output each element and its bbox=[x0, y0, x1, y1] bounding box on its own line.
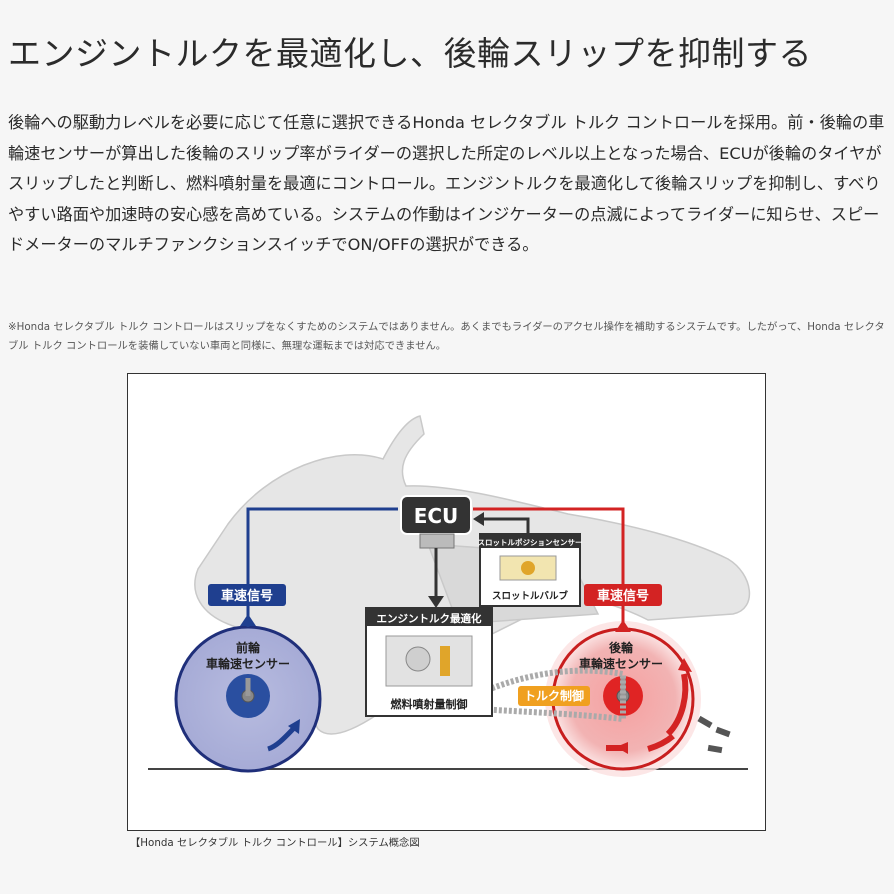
torque-control-badge bbox=[518, 686, 590, 706]
system-diagram: 前輪 車輪速センサー 後輪 車輪速センサー bbox=[127, 373, 766, 831]
torque-control-label: トルク制御 bbox=[524, 688, 584, 703]
front-signal-label: 車速信号 bbox=[221, 588, 273, 604]
ecu-label: ECU bbox=[414, 504, 459, 528]
throttle-valve-label: スロットルバルブ bbox=[492, 590, 569, 602]
page-title: エンジントルクを最適化し、後輪スリップを抑制する bbox=[8, 34, 812, 73]
rear-signal-label: 車速信号 bbox=[597, 588, 649, 604]
throttle-sensor-box bbox=[479, 533, 581, 607]
engine-torque-box bbox=[365, 607, 493, 717]
fuel-injection-label: 燃料噴射量制御 bbox=[390, 697, 468, 711]
front-sensor-line2: 車輪速センサー bbox=[206, 656, 290, 671]
rear-sensor-line1: 後輪 bbox=[609, 640, 634, 655]
engine-torque-label: エンジントルク最適化 bbox=[377, 612, 482, 625]
figure-caption: 【Honda セレクタブル トルク コントロール】システム概念図 bbox=[130, 837, 420, 849]
front-signal-badge bbox=[208, 584, 286, 606]
skid-marks-icon bbox=[697, 715, 731, 754]
throttle-to-ecu-arrow bbox=[480, 517, 530, 536]
body-paragraph: 後輪への駆動力レベルを必要に応じて任意に選択できるHonda セレクタブル トル… bbox=[8, 113, 885, 254]
rear-signal-badge bbox=[584, 584, 662, 606]
drive-chain bbox=[475, 667, 626, 723]
rear-sensor-line2: 車輪速センサー bbox=[579, 656, 663, 671]
disclaimer-note: ※Honda セレクタブル トルク コントロールはスリップをなくすためのシステム… bbox=[8, 321, 885, 352]
throttle-sensor-label: スロットルポジションセンサー bbox=[478, 537, 583, 547]
front-sensor-line1: 前輪 bbox=[236, 640, 261, 655]
front-wheel bbox=[174, 625, 322, 773]
